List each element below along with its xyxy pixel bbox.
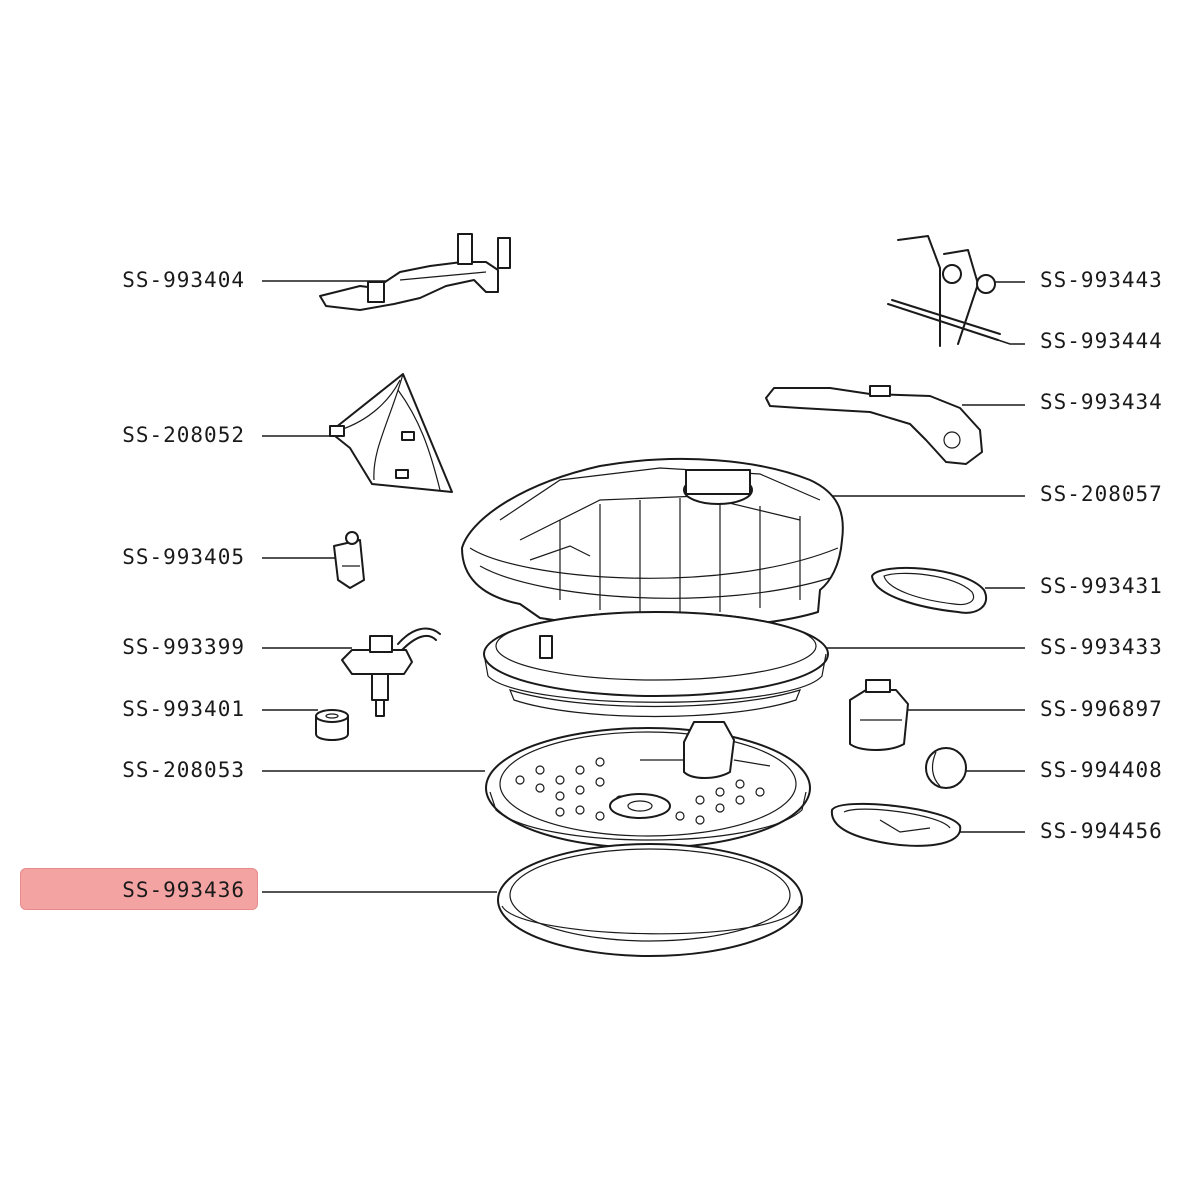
part-inner-plate-drawing — [483, 611, 829, 718]
part-small-gasket-drawing — [871, 567, 987, 614]
part-label-993436-selected[interactable]: SS-993436 — [122, 878, 245, 902]
part-lever-arm-drawing — [765, 385, 983, 465]
part-label-993401[interactable]: SS-993401 — [122, 697, 245, 721]
part-label-993405[interactable]: SS-993405 — [122, 545, 245, 569]
part-label-993431[interactable]: SS-993431 — [1040, 574, 1163, 598]
perforation-pattern — [515, 757, 765, 825]
part-clip-drawing — [333, 531, 365, 589]
part-label-208057[interactable]: SS-208057 — [1040, 482, 1163, 506]
part-cap-drawing — [849, 679, 909, 751]
part-label-993433[interactable]: SS-993433 — [1040, 635, 1163, 659]
part-label-994408[interactable]: SS-994408 — [1040, 758, 1163, 782]
part-ball-drawing — [925, 747, 967, 789]
part-label-208052[interactable]: SS-208052 — [122, 423, 245, 447]
part-label-993434[interactable]: SS-993434 — [1040, 390, 1163, 414]
part-label-993404[interactable]: SS-993404 — [122, 268, 245, 292]
part-lid-frame-drawing — [461, 457, 844, 630]
leader-993444 — [997, 339, 1025, 345]
part-label-993444[interactable]: SS-993444 — [1040, 329, 1163, 353]
part-cylinder-drawing — [315, 709, 349, 741]
selected-part-highlight — [20, 868, 258, 910]
part-bracket-drawing — [319, 233, 511, 311]
part-label-993399[interactable]: SS-993399 — [122, 635, 245, 659]
part-valve-drawing — [341, 627, 441, 717]
part-wiring-harness-drawing — [329, 373, 453, 493]
part-label-993443[interactable]: SS-993443 — [1040, 268, 1163, 292]
part-label-996897[interactable]: SS-996897 — [1040, 697, 1163, 721]
part-label-208053[interactable]: SS-208053 — [122, 758, 245, 782]
part-main-gasket-drawing — [497, 843, 803, 957]
leader-lines-left — [262, 280, 497, 893]
part-spring-pins-drawing — [887, 235, 1001, 347]
part-perforated-plate-drawing — [485, 721, 811, 849]
part-dish-drawing — [830, 802, 962, 847]
part-label-994456[interactable]: SS-994456 — [1040, 819, 1163, 843]
leader-lines-right — [826, 281, 1025, 833]
